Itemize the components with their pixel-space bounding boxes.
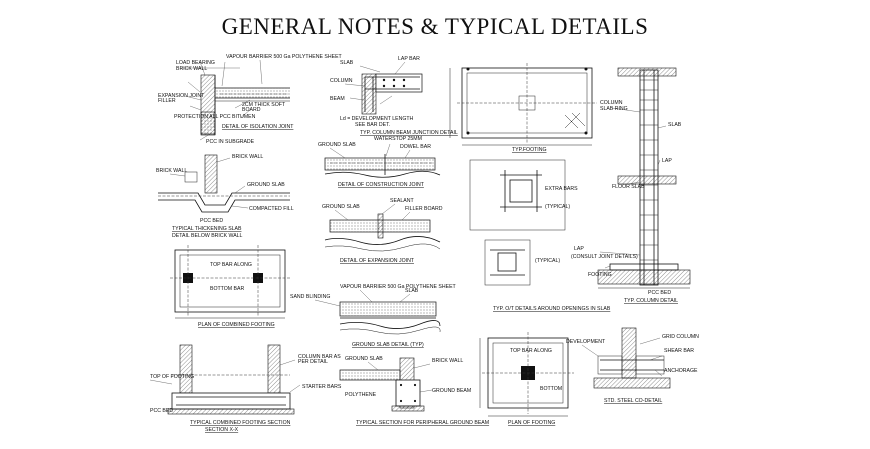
isolation-joint-detail: VAPOUR BARRIER 500 Ga POLYTHENE SHEET LO… bbox=[158, 54, 343, 145]
plan-of-footing-caption: PLAN OF FOOTING bbox=[508, 420, 555, 426]
svg-text:SEE BAR DET.: SEE BAR DET. bbox=[355, 122, 390, 128]
svg-text:TOP OF FOOTING: TOP OF FOOTING bbox=[150, 374, 194, 380]
svg-text:PCC BED: PCC BED bbox=[200, 218, 223, 224]
thickening-slab-detail: BRICK WALL BRICK WALL GROUND SLAB COMPAC… bbox=[156, 154, 294, 239]
svg-text:BOTTOM: BOTTOM bbox=[540, 386, 562, 392]
construction-joint-caption: DETAIL OF CONSTRUCTION JOINT bbox=[338, 182, 425, 188]
below-brick-wall-caption: DETAIL BELOW BRICK WALL bbox=[172, 233, 243, 239]
svg-text:2CM THICK SOFT: 2CM THICK SOFT bbox=[242, 102, 286, 108]
typical-footing-caption: TYP.FOOTING bbox=[512, 147, 547, 153]
thickening-slab-caption: TYPICAL THICKENING SLAB bbox=[172, 226, 242, 232]
svg-text:SLAB RING: SLAB RING bbox=[600, 106, 628, 112]
svg-text:GROUND SLAB: GROUND SLAB bbox=[322, 204, 360, 210]
svg-text:(TYPICAL): (TYPICAL) bbox=[545, 204, 570, 210]
svg-text:PCC BED: PCC BED bbox=[150, 408, 173, 414]
svg-text:PER DETAIL: PER DETAIL bbox=[298, 359, 328, 365]
svg-text:LAP: LAP bbox=[574, 246, 584, 252]
svg-text:DEVELOPMENT: DEVELOPMENT bbox=[566, 339, 606, 345]
openings-in-slab-detail: EXTRA BARS (TYPICAL) (TYPICAL) TYP. O/T … bbox=[469, 159, 611, 312]
svg-text:DOWEL BAR: DOWEL BAR bbox=[400, 144, 431, 150]
svg-text:BRICK WALL: BRICK WALL bbox=[176, 66, 207, 72]
expansion-joint-caption: DETAIL OF EXPANSION JOINT bbox=[340, 258, 415, 264]
svg-text:FILLER BOARD: FILLER BOARD bbox=[405, 206, 443, 212]
std-steel-detail: GRID COLUMN SHEAR BAR ANCHORAGE DEVELOPM… bbox=[566, 327, 699, 404]
svg-text:EXPANSION JOINT: EXPANSION JOINT bbox=[158, 93, 205, 99]
svg-text:BOTTOM BAR: BOTTOM BAR bbox=[210, 286, 244, 292]
svg-text:STARTER BARS: STARTER BARS bbox=[302, 384, 342, 390]
expansion-joint-detail: GROUND SLAB SEALANT FILLER BOARD DETAIL … bbox=[322, 198, 443, 264]
combined-footing-section: TOP OF FOOTING COLUMN BAR AS PER DETAIL … bbox=[149, 344, 342, 433]
svg-text:VAPOUR BARRIER 500 Ga POLYTHEN: VAPOUR BARRIER 500 Ga POLYTHENE SHEET bbox=[340, 284, 457, 290]
svg-text:(CONSULT JOINT DETAILS): (CONSULT JOINT DETAILS) bbox=[571, 254, 638, 260]
ground-slab-caption: GROUND SLAB DETAIL (TYP) bbox=[352, 342, 424, 348]
svg-text:LAP: LAP bbox=[662, 158, 672, 164]
column-beam-junction-caption: TYP. COLUMN BEAM JUNCTION DETAIL bbox=[360, 130, 458, 136]
construction-joint-detail: GROUND SLAB WATERSTOP 25MM DOWEL BAR DET… bbox=[318, 136, 441, 188]
svg-text:TOP BAR ALONG: TOP BAR ALONG bbox=[210, 262, 252, 268]
section-xx-caption: SECTION X-X bbox=[205, 427, 239, 433]
svg-text:COMPACTED FILL: COMPACTED FILL bbox=[249, 206, 294, 212]
svg-text:SLAB: SLAB bbox=[405, 288, 419, 294]
isolation-joint-caption: DETAIL OF ISOLATION JOINT bbox=[222, 124, 294, 130]
typical-footing-plan: TYP.FOOTING bbox=[449, 63, 597, 153]
svg-text:BOARD: BOARD bbox=[242, 107, 261, 113]
svg-text:SAND BLINDING: SAND BLINDING bbox=[290, 294, 330, 300]
svg-text:LOAD BEARING: LOAD BEARING bbox=[176, 60, 215, 66]
plan-of-footing: TOP BAR ALONG BOTTOM PLAN OF FOOTING bbox=[479, 332, 574, 426]
sheet-title: GENERAL NOTES & TYPICAL DETAILS bbox=[221, 14, 649, 39]
svg-text:(TYPICAL): (TYPICAL) bbox=[535, 258, 560, 264]
svg-text:SLAB: SLAB bbox=[340, 60, 354, 66]
svg-text:ANCHORAGE: ANCHORAGE bbox=[664, 368, 698, 374]
svg-text:SEALANT: SEALANT bbox=[390, 198, 414, 204]
svg-text:FLOOR SLAB: FLOOR SLAB bbox=[612, 184, 645, 190]
svg-text:VAPOUR BARRIER 500 Ga POLYTHEN: VAPOUR BARRIER 500 Ga POLYTHENE SHEET bbox=[226, 54, 343, 60]
svg-text:LAP BAR: LAP BAR bbox=[398, 56, 420, 62]
column-beam-junction-detail: SLAB LAP BAR COLUMN BEAM Ld = DEVELOPMEN… bbox=[330, 56, 458, 136]
svg-text:COLUMN: COLUMN bbox=[600, 100, 623, 106]
plan-combined-footing-caption: PLAN OF COMBINED FOOTING bbox=[198, 322, 275, 328]
peripheral-ground-beam-caption: TYPICAL SECTION FOR PERIPHERAL GROUND BE… bbox=[356, 420, 489, 426]
svg-text:COLUMN: COLUMN bbox=[330, 78, 353, 84]
svg-text:PROTECTION ALL PCC BITUMEN: PROTECTION ALL PCC BITUMEN bbox=[174, 114, 256, 120]
svg-text:FOOTING: FOOTING bbox=[588, 272, 612, 278]
svg-text:FILLER: FILLER bbox=[158, 98, 176, 104]
svg-text:GROUND SLAB: GROUND SLAB bbox=[247, 182, 285, 188]
svg-text:BRICK WALL: BRICK WALL bbox=[232, 154, 263, 160]
openings-in-slab-caption: TYP. O/T DETAILS AROUND OPENINGS IN SLAB bbox=[493, 306, 611, 312]
combined-footing-section-caption: TYPICAL COMBINED FOOTING SECTION bbox=[190, 420, 291, 426]
svg-text:COLUMN BAR AS: COLUMN BAR AS bbox=[298, 354, 341, 360]
svg-text:SLAB: SLAB bbox=[668, 122, 682, 128]
svg-text:PCC BED: PCC BED bbox=[648, 290, 671, 296]
svg-text:BEAM: BEAM bbox=[330, 96, 345, 102]
svg-text:TOP BAR ALONG: TOP BAR ALONG bbox=[510, 348, 552, 354]
svg-text:PCC IN SUBGRADE: PCC IN SUBGRADE bbox=[206, 139, 255, 145]
typical-column-caption: TYP. COLUMN DETAIL bbox=[624, 298, 678, 304]
svg-text:BRICK WALL: BRICK WALL bbox=[432, 358, 463, 364]
svg-text:POLYTHENE: POLYTHENE bbox=[345, 392, 377, 398]
plan-of-combined-footing: TOP BAR ALONG BOTTOM BAR PLAN OF COMBINE… bbox=[170, 245, 290, 328]
std-steel-caption: STD. STEEL CO-DETAIL bbox=[604, 398, 662, 404]
svg-text:BRICK WALL: BRICK WALL bbox=[156, 168, 187, 174]
svg-text:SHEAR BAR: SHEAR BAR bbox=[664, 348, 694, 354]
svg-text:GROUND SLAB: GROUND SLAB bbox=[318, 142, 356, 148]
typical-column-detail: COLUMN SLAB RING SLAB LAP FLOOR SLAB LAP… bbox=[571, 67, 691, 304]
ground-slab-detail: VAPOUR BARRIER 500 Ga POLYTHENE SHEET SA… bbox=[290, 284, 457, 348]
svg-text:Ld = DEVELOPMENT LENGTH: Ld = DEVELOPMENT LENGTH bbox=[340, 116, 414, 122]
svg-text:GRID COLUMN: GRID COLUMN bbox=[662, 334, 699, 340]
peripheral-ground-beam-section: GROUND SLAB BRICK WALL GROUND BEAM POLYT… bbox=[339, 356, 489, 426]
svg-text:GROUND SLAB: GROUND SLAB bbox=[345, 356, 383, 362]
svg-text:GROUND BEAM: GROUND BEAM bbox=[432, 388, 471, 394]
svg-text:EXTRA BARS: EXTRA BARS bbox=[545, 186, 578, 192]
svg-text:WATERSTOP 25MM: WATERSTOP 25MM bbox=[374, 136, 422, 142]
